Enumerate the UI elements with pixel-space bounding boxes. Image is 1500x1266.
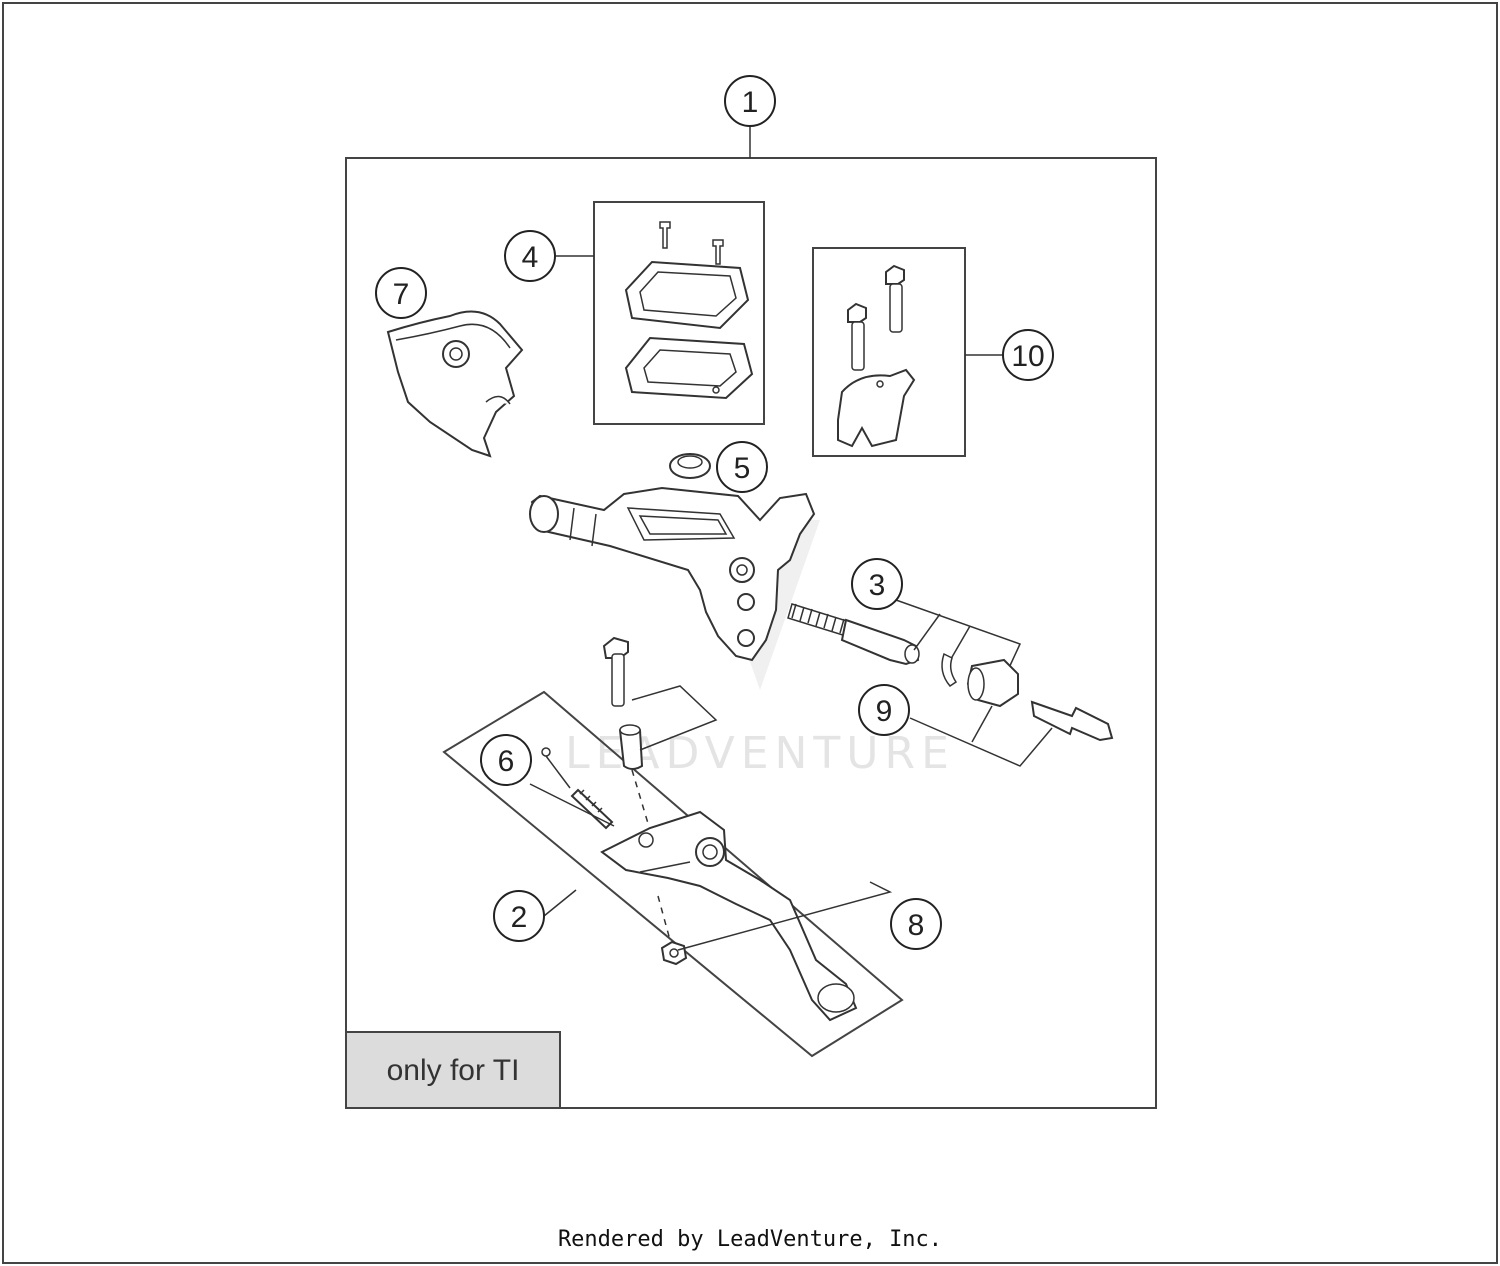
seal-boot-part: [941, 652, 1114, 742]
assembly-frame: [345, 157, 1157, 1109]
footer-credit: Rendered by LeadVenture, Inc.: [558, 1227, 942, 1252]
nut-part: [660, 940, 688, 966]
callout-6: 6: [480, 734, 532, 786]
leader-6: [529, 783, 615, 827]
callout-10-label: 10: [1011, 340, 1044, 373]
master-cylinder-body: [529, 486, 816, 662]
callout-7-label: 7: [393, 278, 410, 311]
lever-cover-part: [386, 310, 524, 458]
callout-2: 2: [493, 890, 545, 942]
callout-9-label: 9: [876, 695, 893, 728]
callout-4: 4: [504, 230, 556, 282]
only-for-ti-note: only for TI: [345, 1031, 561, 1109]
callout-9: 9: [858, 684, 910, 736]
leader-9b: [971, 705, 993, 743]
callout-5-label: 5: [734, 452, 751, 485]
leader-6b: [545, 755, 571, 789]
handlebar-clamp-part: [837, 264, 916, 448]
cap-part: [669, 453, 711, 479]
callout-3-label: 3: [869, 569, 886, 602]
piston-spring-part: [787, 603, 920, 666]
leader-3b: [913, 613, 941, 651]
callout-8: 8: [890, 898, 942, 950]
callout-5: 5: [716, 441, 768, 493]
callout-2-label: 2: [511, 901, 528, 934]
pivot-axis: [631, 769, 651, 831]
group-box-4: [593, 201, 765, 425]
lever-group-box: [442, 690, 904, 1058]
callout-8-label: 8: [908, 909, 925, 942]
pivot-bolt-part: [602, 636, 644, 770]
reservoir-cover-part: [624, 221, 754, 400]
callout-10: 10: [1002, 329, 1054, 381]
nut-axis: [657, 895, 671, 941]
group-box-10: [812, 247, 966, 457]
leader-3: [895, 599, 1022, 671]
leader-9: [909, 717, 1053, 767]
callout-7: 7: [375, 267, 427, 319]
leader-8: [677, 881, 893, 951]
only-for-ti-label: only for TI: [387, 1054, 520, 1087]
callout-3: 3: [851, 558, 903, 610]
callout-6-label: 6: [498, 745, 515, 778]
callout-4-label: 4: [522, 241, 539, 274]
callout-1: 1: [724, 75, 776, 127]
callout-1-label: 1: [742, 86, 759, 119]
leader-2: [543, 889, 577, 917]
adjuster-screw-part: [541, 747, 614, 830]
leader-bolt: [631, 685, 718, 751]
brake-lever-part: [600, 810, 858, 1022]
